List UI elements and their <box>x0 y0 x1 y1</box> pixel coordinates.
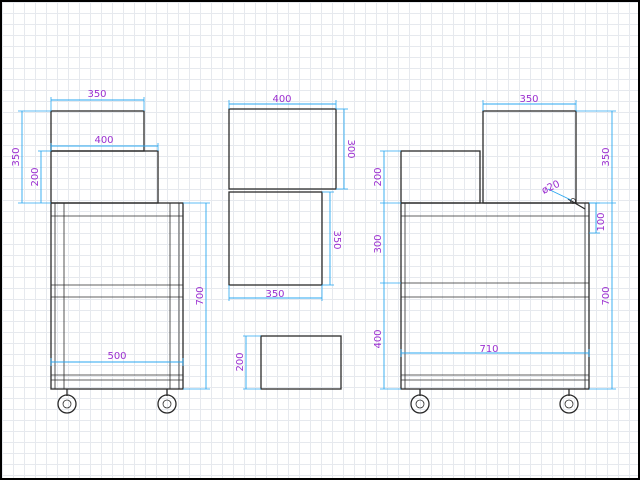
small-box <box>400 150 481 204</box>
large-box <box>482 110 577 204</box>
dim-upper-height: 300 <box>373 234 384 253</box>
middle-box <box>50 150 159 204</box>
bottom-panel <box>260 335 342 390</box>
dim-middle-panel-height: 350 <box>331 230 342 249</box>
dim-handle-offset: 100 <box>596 212 607 231</box>
dim-middle-box-height: 200 <box>30 167 41 186</box>
dim-small-box-height: 200 <box>373 167 384 186</box>
dim-top-panel-height: 300 <box>345 139 356 158</box>
dim-cabinet-width-side: 710 <box>479 344 498 355</box>
dim-lower-height: 400 <box>373 329 384 348</box>
left-caster-wheel <box>57 389 77 414</box>
cabinet-body-side <box>400 202 590 390</box>
dim-large-box-width: 350 <box>519 94 538 105</box>
right-view: 350 350 200 ø20 100 300 400 700 <box>373 94 616 414</box>
dim-total-height: 700 <box>601 286 612 305</box>
center-view: 400 300 350 350 200 <box>228 94 356 390</box>
top-panel <box>228 108 337 190</box>
dim-top-box-width: 350 <box>87 89 106 100</box>
side-right-caster-wheel <box>559 389 579 414</box>
dim-stack-height: 350 <box>11 147 22 166</box>
middle-panel <box>228 191 323 286</box>
dim-cabinet-width: 500 <box>107 351 126 362</box>
dim-middle-box-width: 400 <box>94 135 113 146</box>
cabinet-body <box>50 202 184 390</box>
dim-cabinet-height: 700 <box>195 286 206 305</box>
side-left-caster-wheel <box>410 389 430 414</box>
dim-bottom-panel-height: 200 <box>235 352 246 371</box>
dim-middle-panel-width: 350 <box>265 289 284 300</box>
handle <box>567 198 586 210</box>
dim-top-panel-width: 400 <box>272 94 291 105</box>
dim-large-box-height: 350 <box>601 147 612 166</box>
right-caster-wheel <box>157 389 177 414</box>
left-view: 350 400 350 200 700 500 <box>11 89 210 414</box>
